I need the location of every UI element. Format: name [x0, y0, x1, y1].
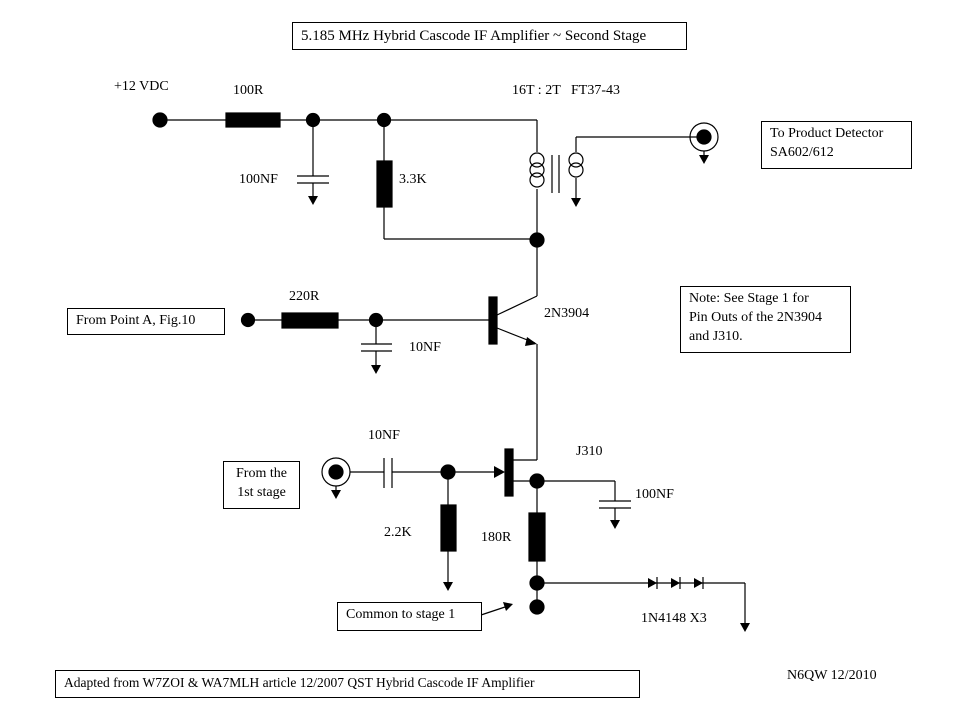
base-input — [240, 312, 489, 375]
ground-icon — [307, 195, 319, 206]
label-resistor-3k3: 3.3K — [399, 172, 427, 187]
ground-icon — [698, 154, 710, 165]
box-note: Note: See Stage 1 for Pin Outs of the 2N… — [680, 286, 851, 353]
box-adapted-from: Adapted from W7ZOI & WA7MLH article 12/2… — [55, 670, 640, 698]
supply-rail — [152, 112, 537, 128]
label-resistor-180r: 180R — [481, 530, 512, 545]
transformer — [529, 120, 704, 239]
diagram-title: 5.185 MHz Hybrid Cascode IF Amplifier ~ … — [292, 22, 687, 50]
label-diodes: 1N4148 X3 — [641, 611, 707, 626]
ground-icon — [570, 197, 582, 208]
box-from-first-stage: From the 1st stage — [223, 461, 300, 509]
output-connector-icon — [689, 122, 719, 165]
common-terminal — [529, 599, 545, 615]
label-credit: N6QW 12/2010 — [787, 668, 877, 683]
label-bjt: 2N3904 — [544, 306, 590, 321]
box-to-product-detector: To Product Detector SA602/612 — [761, 121, 912, 169]
box-line: Pin Outs of the 2N3904 — [689, 310, 822, 325]
diode-icon — [648, 577, 658, 589]
ground-icon — [609, 519, 621, 530]
label-capacitor-100nf-top: 100NF — [239, 172, 278, 187]
box-line: SA602/612 — [770, 145, 834, 160]
resistor-100r — [225, 112, 281, 128]
box-line: From the — [236, 466, 287, 481]
label-resistor-2k2: 2.2K — [384, 525, 412, 540]
box-line: To Product Detector — [770, 126, 884, 141]
box-line: and J310. — [689, 329, 743, 344]
label-capacitor-10nf-base: 10NF — [409, 340, 441, 355]
label-resistor-100r: 100R — [233, 83, 264, 98]
jfet-j310 — [504, 448, 631, 530]
resistor-2k2 — [440, 504, 457, 552]
gate-input — [321, 457, 505, 592]
source-network — [528, 481, 751, 633]
label-jfet: J310 — [576, 444, 603, 459]
ground-icon — [442, 581, 454, 592]
ground-icon — [370, 364, 382, 375]
resistor-3k3 — [376, 120, 537, 240]
ground-icon — [330, 489, 342, 500]
label-supply: +12 VDC — [114, 79, 169, 94]
label-capacitor-10nf-input: 10NF — [368, 428, 400, 443]
label-capacitor-100nf-source: 100NF — [635, 487, 674, 502]
resistor-180r — [528, 512, 546, 562]
capacitor-100nf-top — [297, 120, 329, 206]
box-line: 1st stage — [237, 485, 286, 500]
box-common-stage1: Common to stage 1 — [337, 602, 482, 631]
diode-icon — [694, 577, 704, 589]
bjt-2n3904 — [488, 295, 538, 460]
box-from-point-a: From Point A, Fig.10 — [67, 308, 225, 335]
label-resistor-220r: 220R — [289, 289, 320, 304]
diode-icon — [671, 577, 681, 589]
resistor-220r — [281, 312, 339, 329]
box-line: Note: See Stage 1 for — [689, 291, 809, 306]
ground-icon — [739, 622, 751, 633]
pointer-arrow-icon — [480, 602, 513, 616]
label-transformer: 16T : 2T FT37-43 — [512, 83, 620, 98]
